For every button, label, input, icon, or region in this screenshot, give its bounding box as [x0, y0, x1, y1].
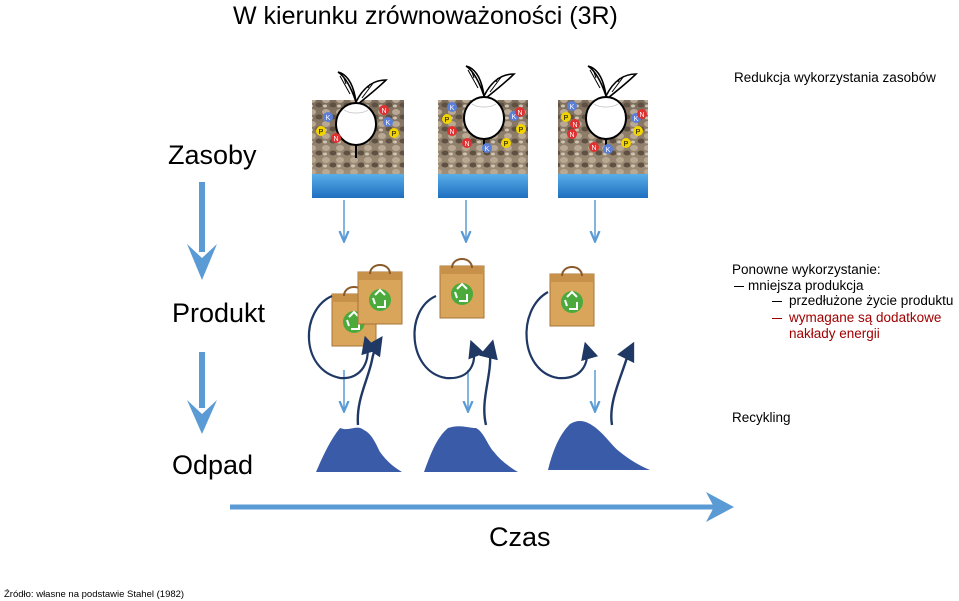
- svg-text:K: K: [512, 114, 517, 121]
- nutrient-markers: K P N N K P K P N N K P K P N K P N N N …: [316, 101, 647, 154]
- stage-label-produkt: Produkt: [172, 298, 266, 328]
- note-reuse-less: mniejsza produkcja: [748, 278, 864, 293]
- svg-text:P: P: [636, 129, 641, 136]
- svg-text:K: K: [386, 120, 391, 127]
- source-note: Źródło: własne na podstawie Stahel (1982…: [4, 589, 185, 600]
- page-title: W kierunku zrównoważoności (3R): [233, 2, 618, 30]
- svg-text:K: K: [570, 104, 575, 111]
- svg-text:P: P: [504, 141, 509, 148]
- svg-text:P: P: [564, 115, 569, 122]
- waste-piles: [316, 421, 650, 472]
- time-axis-label: Czas: [489, 522, 551, 552]
- bullet-dash: [734, 286, 744, 287]
- svg-text:N: N: [464, 141, 469, 148]
- note-recycle: Recykling: [732, 410, 791, 425]
- svg-text:P: P: [624, 141, 629, 148]
- note-reuse-extended: przedłużone życie produktu: [789, 293, 954, 308]
- svg-text:N: N: [569, 132, 574, 139]
- svg-text:K: K: [606, 147, 611, 154]
- svg-text:N: N: [591, 145, 596, 152]
- note-reuse-energy-1: wymagane są dodatkowe: [789, 310, 942, 325]
- note-reuse-title: Ponowne wykorzystanie:: [732, 262, 881, 277]
- svg-text:K: K: [485, 146, 490, 153]
- note-reuse-energy-2: nakłady energii: [789, 326, 880, 341]
- stage-label-zasoby: Zasoby: [168, 140, 257, 170]
- recycling-arrows: [356, 336, 635, 426]
- svg-text:N: N: [449, 129, 454, 136]
- resource-to-product-arrows: [344, 200, 595, 240]
- svg-text:P: P: [392, 131, 397, 138]
- bullet-dash: [772, 301, 782, 302]
- product-to-waste-arrows: [344, 370, 595, 410]
- svg-text:K: K: [326, 115, 331, 122]
- svg-text:K: K: [634, 116, 639, 123]
- svg-text:N: N: [639, 112, 644, 119]
- svg-text:N: N: [333, 136, 338, 143]
- svg-text:N: N: [381, 108, 386, 115]
- svg-text:K: K: [450, 105, 455, 112]
- svg-text:P: P: [519, 127, 524, 134]
- product-bags: [331, 258, 595, 347]
- time-axis-arrow: [230, 492, 734, 522]
- svg-text:P: P: [445, 117, 450, 124]
- reuse-loop-arrows: [307, 291, 599, 380]
- svg-text:N: N: [517, 110, 522, 117]
- stage-label-odpad: Odpad: [172, 450, 254, 480]
- svg-text:N: N: [572, 122, 577, 129]
- svg-text:P: P: [319, 129, 324, 136]
- stage-flow-arrows: [187, 182, 217, 434]
- bullet-dash: [772, 318, 782, 319]
- note-reduce: Redukcja wykorzystania zasobów: [734, 70, 936, 85]
